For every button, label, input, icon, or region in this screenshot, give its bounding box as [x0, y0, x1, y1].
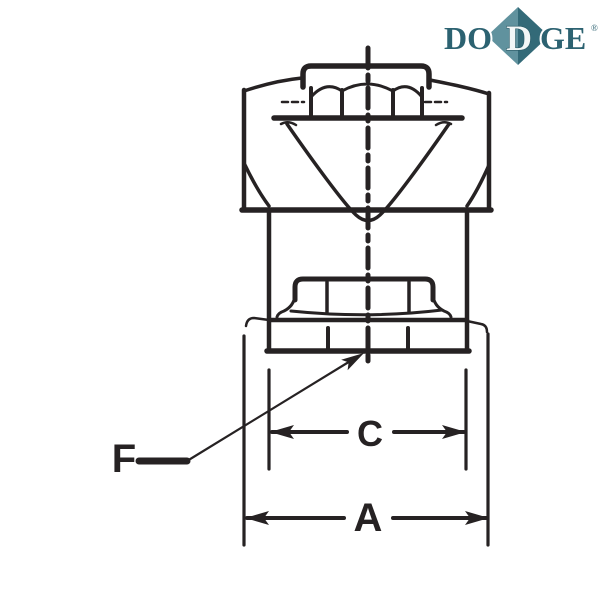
nut-chamfer-arc-middle [340, 82, 395, 93]
registered-trademark-symbol: ® [591, 23, 598, 33]
logo-letters-ge: GE [540, 20, 586, 56]
cap-outline [300, 63, 432, 90]
lower-nut-skirt-right [431, 294, 453, 319]
top-nut-assembly [271, 63, 465, 127]
dodge-logo: DO D GE ® [442, 7, 598, 65]
washer-curl-left [279, 121, 298, 127]
neck-fillet-left [243, 163, 271, 208]
c-arrowhead-right [442, 425, 466, 439]
lower-body [244, 207, 489, 354]
f-leader-line [185, 358, 354, 463]
lower-nut-outline [292, 276, 436, 303]
base-lip-curl-left [244, 316, 271, 328]
lower-nut-skirt-left [275, 294, 297, 319]
c-arrowhead-left [270, 425, 294, 439]
logo-letters-do: DO [444, 20, 492, 56]
bell-taper-curve [285, 122, 451, 223]
housing-top-edge-left [242, 76, 304, 93]
neck-fillet-right [465, 163, 491, 208]
a-arrowhead-left [245, 511, 269, 525]
f-arrowhead [341, 353, 364, 371]
housing-top-edge-right [428, 78, 491, 96]
dimension-c: C [267, 368, 468, 471]
lower-nut-seat-arc [289, 308, 444, 317]
logo-diamond-left-half [487, 7, 518, 65]
dimension-label-f: F [112, 437, 136, 481]
logo-letter-d-diamond: D [506, 18, 532, 58]
a-arrowhead-right [465, 511, 489, 525]
dimension-label-c: C [357, 413, 383, 454]
logo-diamond-right-half [518, 7, 549, 65]
nut-chamfer-arc-right [391, 85, 424, 99]
leader-f: F [112, 353, 364, 481]
dimension-a: A [242, 332, 490, 547]
base-lip-curl-right [465, 319, 489, 334]
nut-chamfer-arc-left [309, 85, 344, 99]
dimension-label-a: A [354, 496, 383, 540]
upper-housing [239, 76, 494, 223]
